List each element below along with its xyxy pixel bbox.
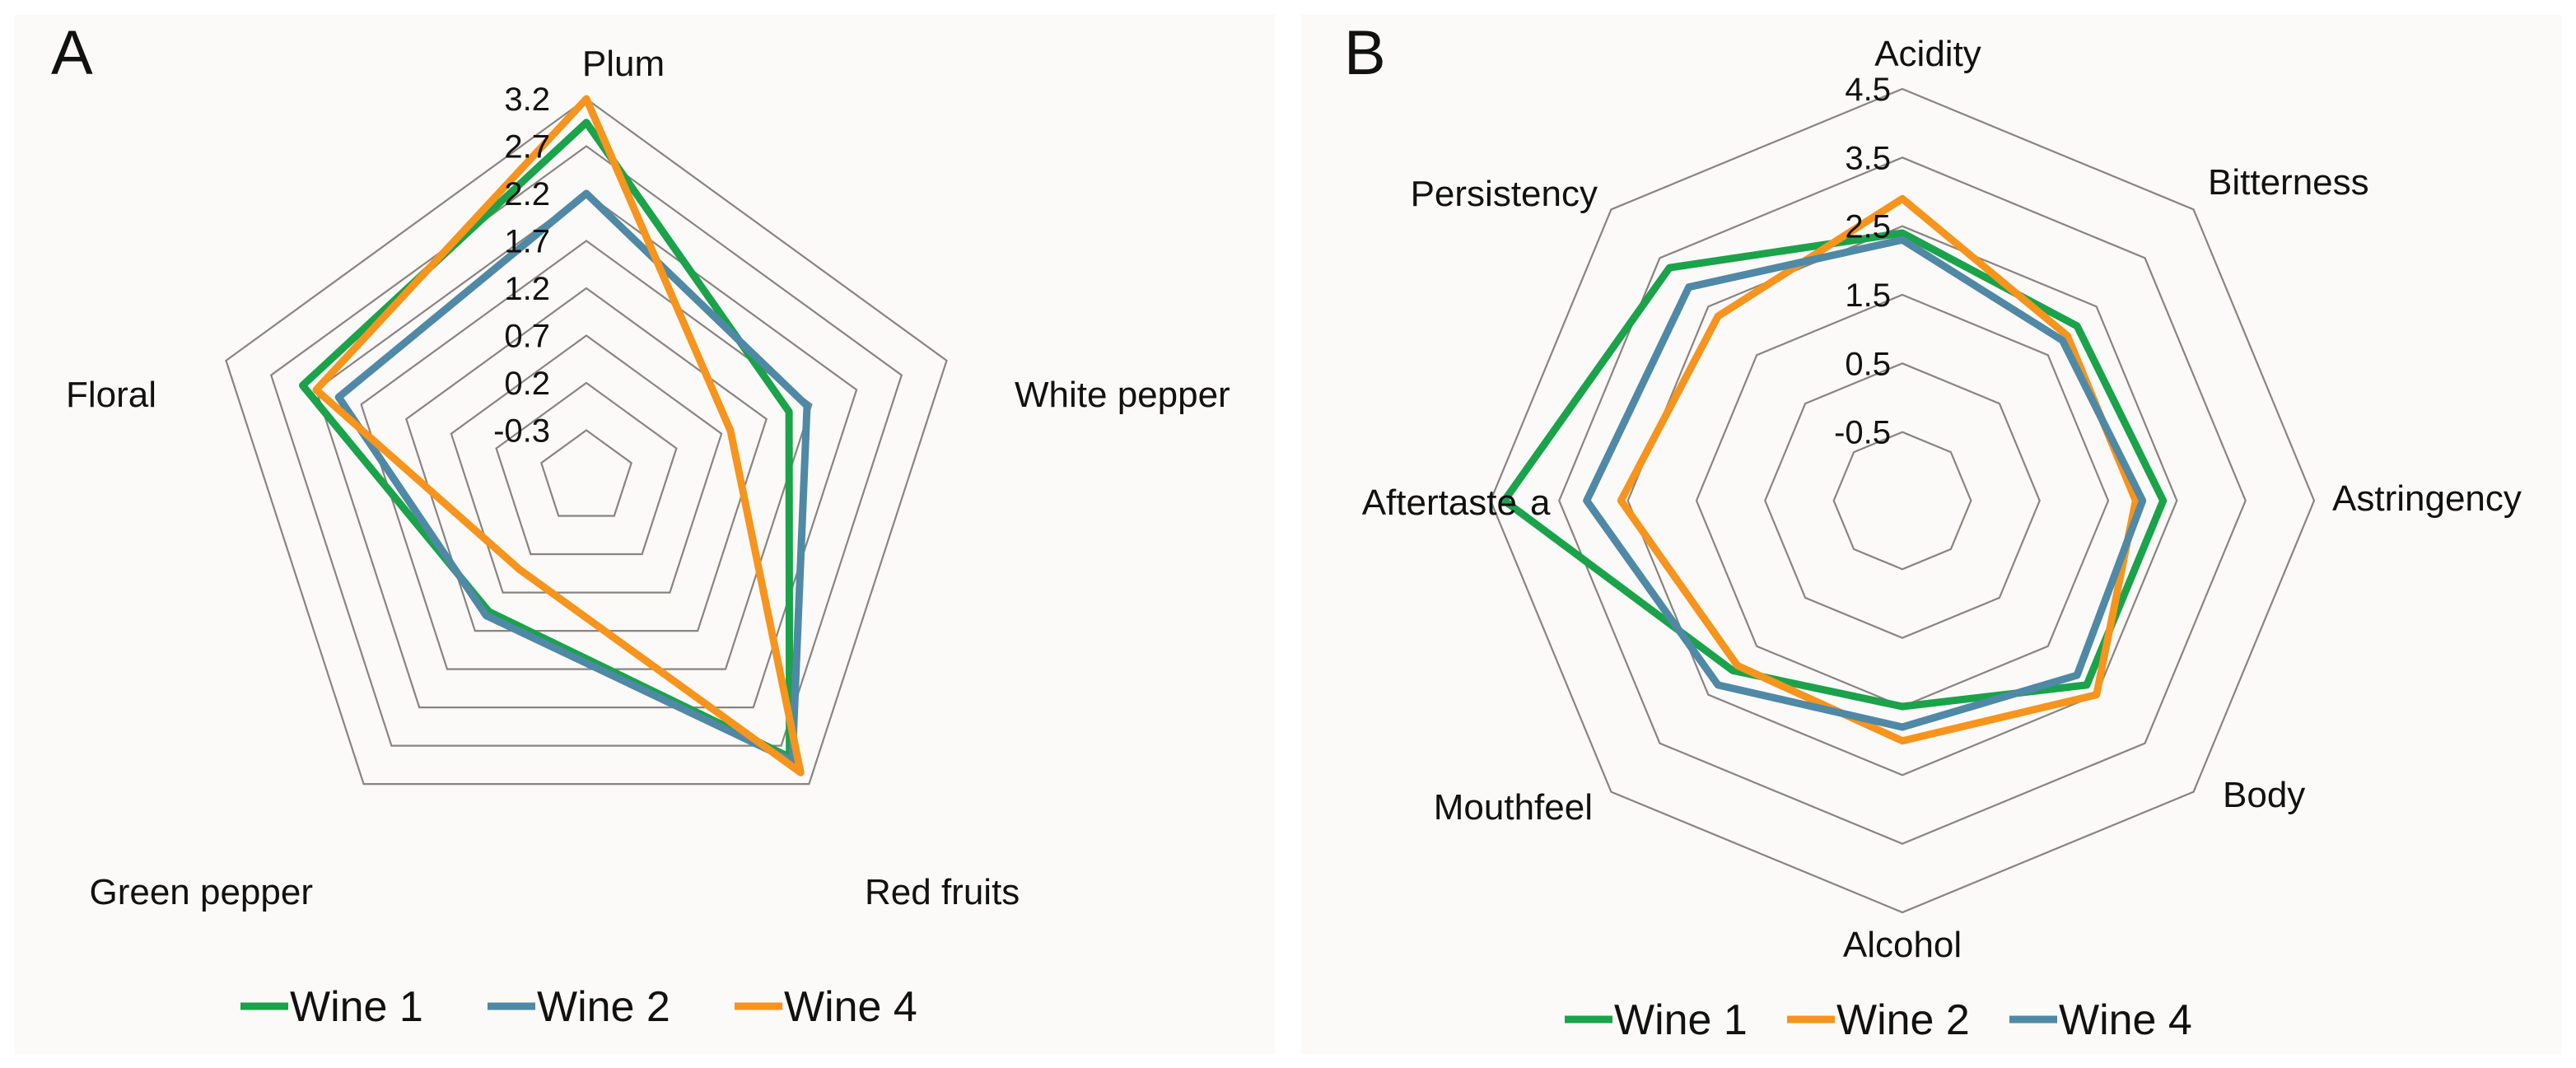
panel-b-series: [1500, 194, 2168, 745]
panel-a-tick-label: 2.2: [504, 176, 550, 212]
panel-b-tick-label: 3.5: [1845, 140, 1891, 176]
panel-a-grid-ring: [225, 97, 948, 786]
panel-a-tick-label: 1.2: [504, 271, 550, 307]
panel-b-label: B: [1344, 18, 1386, 88]
panel-a-axis-label-red-fruits: Red fruits: [865, 872, 1020, 912]
panel-a-ticks: 3.2 2.7 2.2 1.7 1.2 0.7 0.2 -0.3: [493, 82, 550, 450]
panel-a-tick-label: 0.7: [504, 319, 550, 355]
panel-b-ticks: 4.5 3.5 2.5 1.5 0.5 -0.5: [1834, 72, 1891, 451]
panel-a-tick-label: -0.3: [493, 413, 550, 450]
panel-b-axis-label-mouthfeel: Mouthfeel: [1434, 787, 1593, 828]
panel-a-label: A: [51, 18, 93, 88]
panel-b-grid-ring: [1489, 87, 2316, 914]
panel-a-tick-label: 1.7: [504, 224, 550, 260]
panel-b-grid-ring: [1626, 225, 2178, 777]
panel-b-axis-label-alcohol: Alcohol: [1843, 925, 1962, 965]
panel-a-series: [299, 95, 811, 777]
panel-b-axis-label-acidity: Acidity: [1874, 34, 1981, 74]
panel-a-legend-label-wine-1: Wine 1: [290, 983, 423, 1031]
panel-b-annotation: a: [1530, 483, 1551, 523]
panel-a-grid-ring: [540, 429, 632, 517]
panel-a-series-wine-2: [334, 189, 811, 765]
panel-b-grid-ring: [1764, 362, 2041, 639]
panel-b-background: [1301, 15, 2561, 1054]
panel-b-tick-label: -0.5: [1834, 415, 1891, 451]
panel-b-grid-ring: [1558, 156, 2247, 845]
panel-a-grid-ring: [405, 287, 768, 632]
panel-b-tick-label: 4.5: [1845, 72, 1891, 108]
panel-b-axis-label-aftertaste: Aftertaste: [1362, 483, 1517, 523]
panel-b-axis-label-persistency: Persistency: [1411, 174, 1598, 214]
panel-a-legend-label-wine-4: Wine 4: [784, 983, 917, 1031]
panel-a-tick-label: 2.7: [504, 129, 550, 166]
panel-b-tick-label: 0.5: [1845, 346, 1891, 382]
panel-a-legend-label-wine-2: Wine 2: [537, 983, 670, 1031]
panel-b-legend: Wine 1 Wine 2 Wine 4: [1565, 996, 2192, 1044]
panel-b-legend-label-wine-2: Wine 2: [1836, 996, 1970, 1044]
panel-a-grid-ring: [315, 192, 858, 709]
panel-b-legend-label-wine-1: Wine 1: [1614, 996, 1748, 1044]
panel-a-tick-label: 0.2: [504, 366, 550, 402]
panel-a-legend: Wine 1 Wine 2 Wine 4: [240, 983, 917, 1031]
panel-a-grid-ring: [450, 334, 723, 594]
panel-a-series-wine-4: [312, 95, 805, 777]
panel-a-axis-label-plum: Plum: [582, 44, 665, 84]
panel-a-grid-ring: [495, 381, 678, 556]
panel-a-grid-ring: [269, 145, 903, 747]
panel-b-axis-label-astringency: Astringency: [2332, 478, 2522, 519]
panel-a-axis-label-floral: Floral: [66, 375, 156, 415]
panel-b-grid: [1489, 87, 2316, 914]
panel-b-axis-label-body: Body: [2223, 775, 2305, 815]
panel-b-tick-label: 1.5: [1845, 277, 1891, 314]
panel-b-series-wine-4: [1583, 236, 2147, 731]
panel-b-grid-ring: [1832, 431, 1972, 571]
panel-a-axis-label-white-pepper: White pepper: [1015, 375, 1230, 415]
panel-b: 4.5 3.5 2.5 1.5 0.5 -0.5 AcidityBitternessAst…: [1344, 18, 2522, 1044]
panel-b-series-wine-1: [1500, 229, 2168, 711]
panel-a-axis-label-green-pepper: Green pepper: [89, 872, 313, 912]
panel-b-tick-label: 2.5: [1845, 209, 1891, 245]
panel-b-legend-label-wine-4: Wine 4: [2059, 996, 2192, 1044]
panel-a-grid: [225, 97, 948, 786]
panel-b-axis-label-bitterness: Bitterness: [2208, 162, 2369, 203]
panel-a-tick-label: 3.2: [504, 82, 550, 118]
